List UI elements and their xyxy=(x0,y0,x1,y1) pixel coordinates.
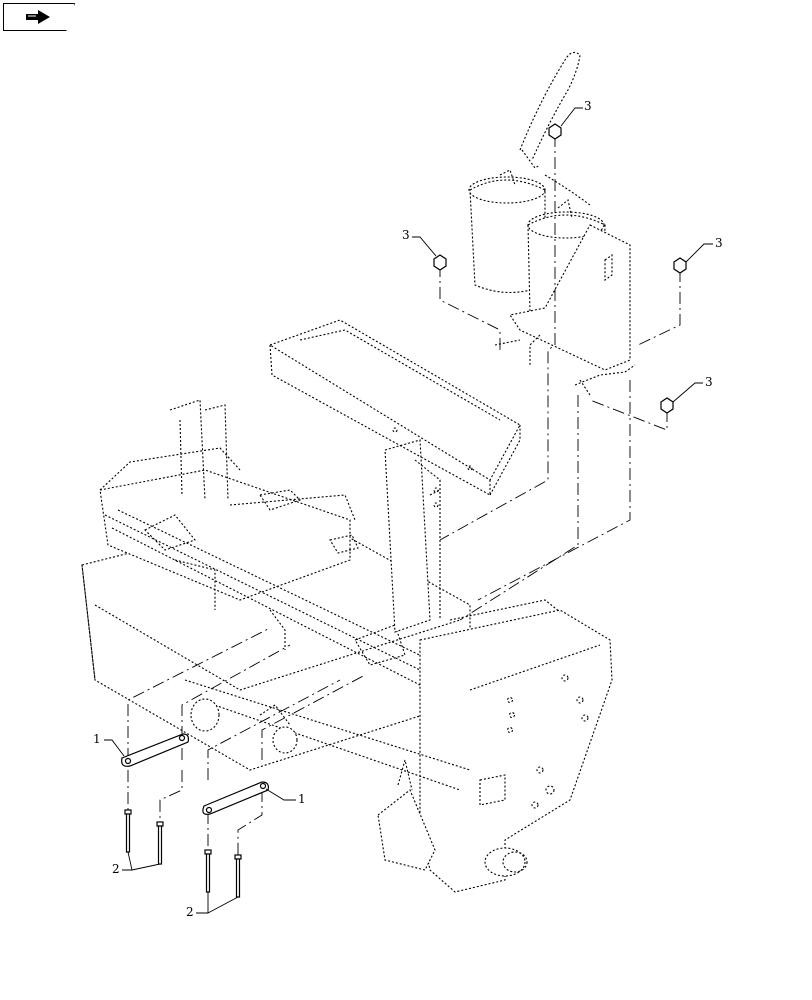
main-frame xyxy=(81,399,613,893)
assembly-lines xyxy=(127,135,681,855)
bolt-parts xyxy=(124,809,242,898)
nut-parts xyxy=(433,123,687,414)
callout-3-right: 3 xyxy=(715,236,723,250)
leader-lines xyxy=(104,107,713,914)
callout-2-left: 2 xyxy=(112,862,120,876)
air-tanks xyxy=(468,51,636,396)
strap-parts xyxy=(121,733,269,815)
callout-1-left: 1 xyxy=(93,732,101,746)
callout-2-right: 2 xyxy=(186,905,194,919)
callout-3-lower: 3 xyxy=(705,375,713,389)
seat-support xyxy=(268,319,521,633)
hand-pointer-icon xyxy=(26,10,50,24)
callout-1-right: 1 xyxy=(298,792,306,806)
navigation-button[interactable] xyxy=(3,3,75,31)
callout-3-left: 3 xyxy=(402,228,410,242)
callout-3-top: 3 xyxy=(584,99,592,113)
